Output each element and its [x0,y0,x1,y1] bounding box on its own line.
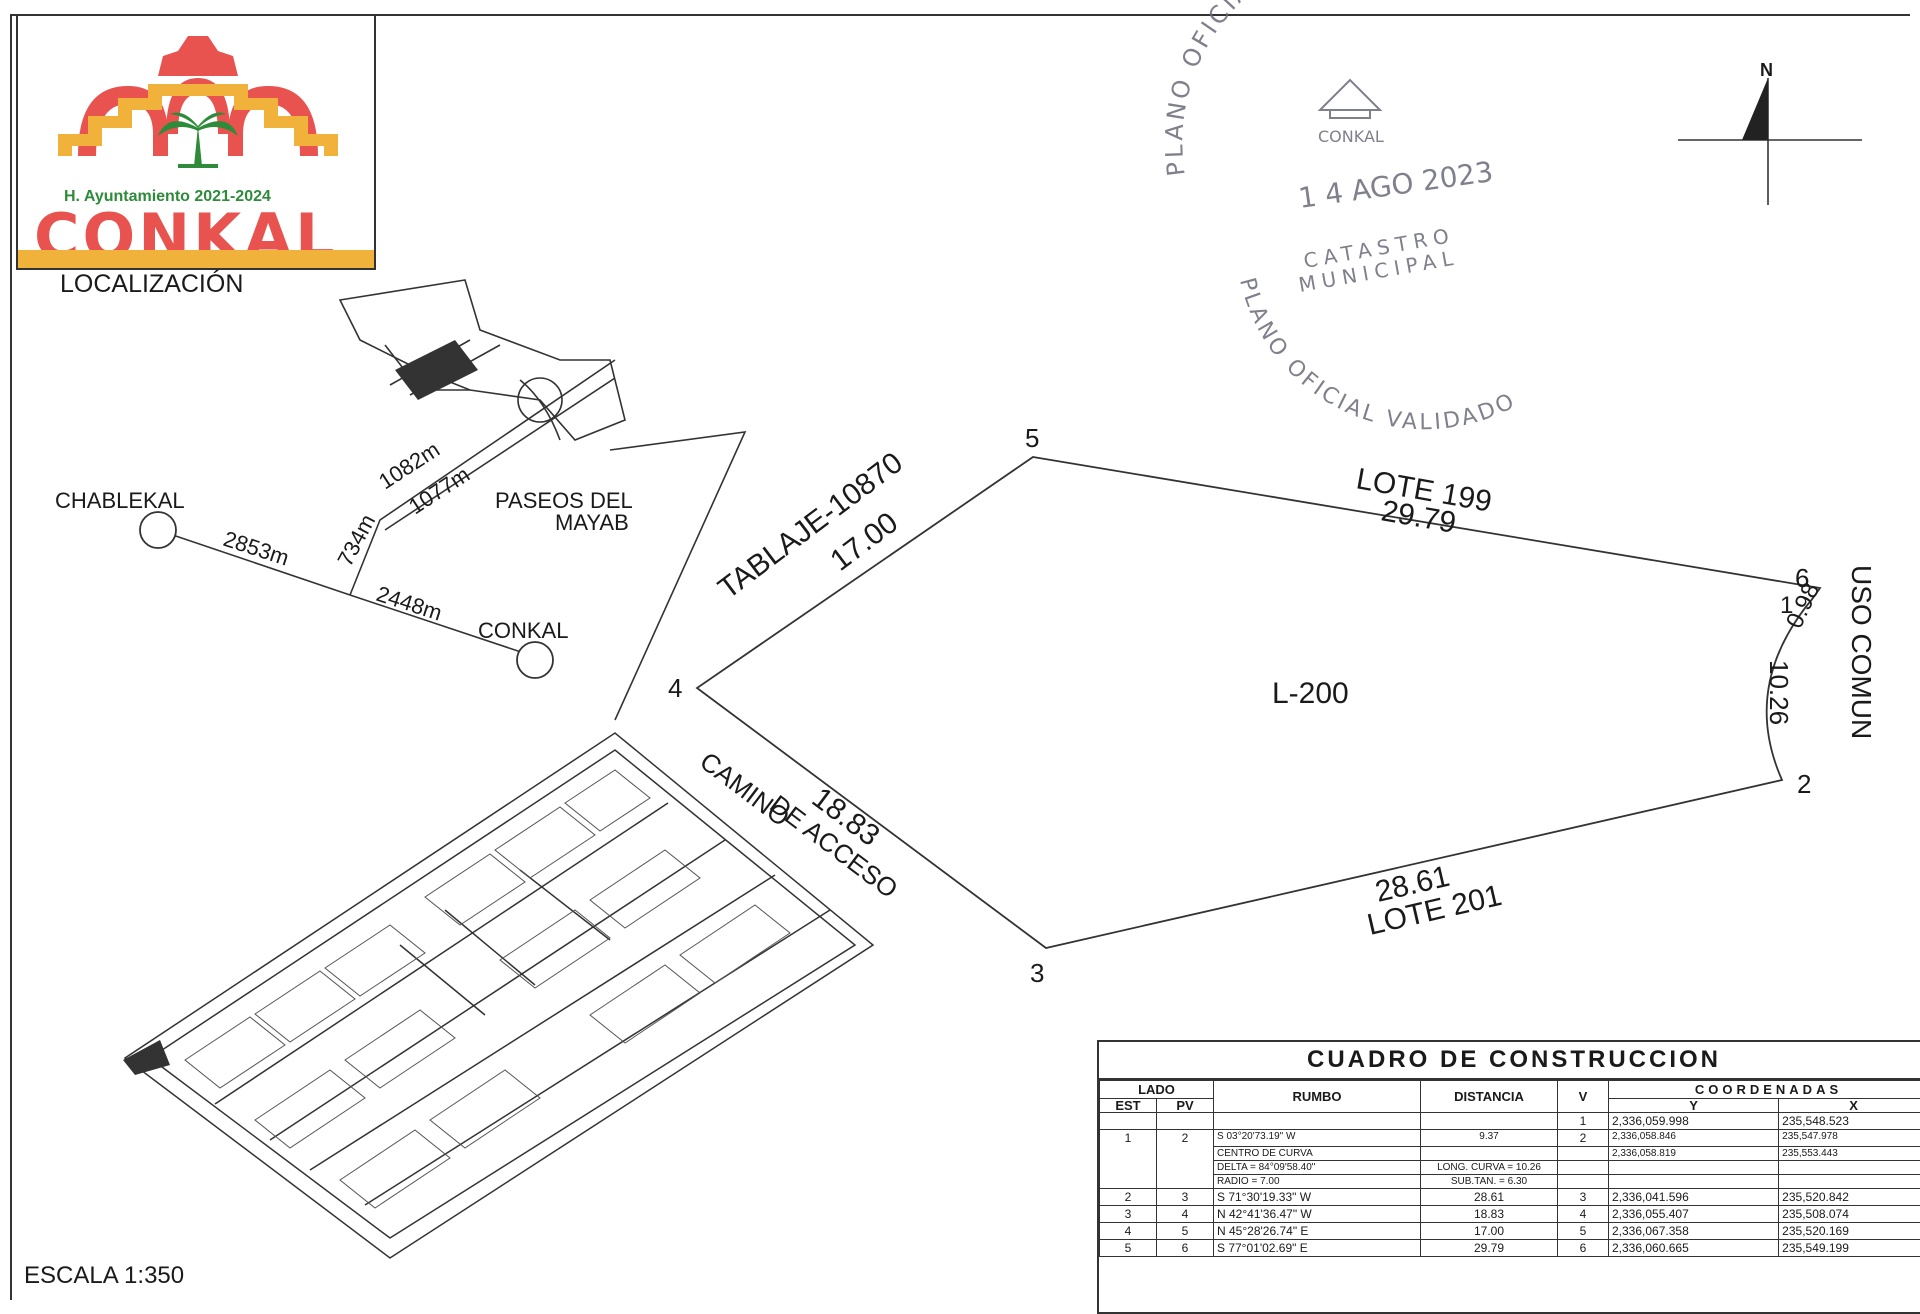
conkal-marker [517,642,553,678]
stamp-bottom-arc: PLANO OFICIAL VALIDADO [1234,275,1521,435]
table-row: DELTA = 84°09'58.40"LONG. CURVA = 10.26 [1100,1161,1920,1175]
construction-table: CUADRO DE CONSTRUCCION LADO RUMBO DISTAN… [1097,1040,1920,1314]
stamp-logo-text: CONKAL [1318,127,1384,146]
lot-name: L-200 [1272,677,1349,710]
side-right-name: USO COMUN [1846,565,1877,739]
distance-2448m: 2448m [373,581,445,626]
header-x: X [1779,1099,1920,1113]
stamp-top-arc: PLANO OFICIAL VALIDADO [1160,0,1420,178]
location-highlight-lot [395,340,478,400]
stamp-logo-icon [1320,80,1380,118]
vertex-5: 5 [1025,423,1039,453]
header-distancia: DISTANCIA [1421,1081,1558,1113]
north-arrow-icon [1742,78,1768,140]
subdivision-highlight-lot [123,1040,170,1075]
header-lado: LADO [1100,1081,1214,1099]
vertex-3: 3 [1030,958,1044,988]
header-coordenadas: COORDENADAS [1609,1081,1920,1099]
north-label: N [1760,60,1773,80]
chablekal-marker [140,512,176,548]
table-title: CUADRO DE CONSTRUCCION [1099,1042,1920,1080]
distance-734m: 734m [332,510,380,570]
north-arrow: N [1678,60,1862,205]
header-rumbo: RUMBO [1214,1081,1421,1113]
place-paseos-line2: MAYAB [555,510,629,535]
validation-stamp: PLANO OFICIAL VALIDADO PLANO OFICIAL VAL… [1160,0,1521,435]
header-pv: PV [1157,1099,1214,1113]
place-conkal: CONKAL [478,618,568,643]
header-v: V [1558,1081,1609,1113]
vertex-2: 2 [1797,769,1811,799]
table-grid: LADO RUMBO DISTANCIA V COORDENADAS EST P… [1099,1080,1920,1257]
place-chablekal: CHABLEKAL [55,488,185,513]
side-right-distance-curve: 10.26 [1764,660,1794,725]
vertex-4: 4 [668,673,682,703]
header-y: Y [1609,1099,1779,1113]
header-est: EST [1100,1099,1157,1113]
stamp-date: 1 4 AGO 2023 [1296,155,1495,215]
subdivision-lots [185,770,790,1208]
